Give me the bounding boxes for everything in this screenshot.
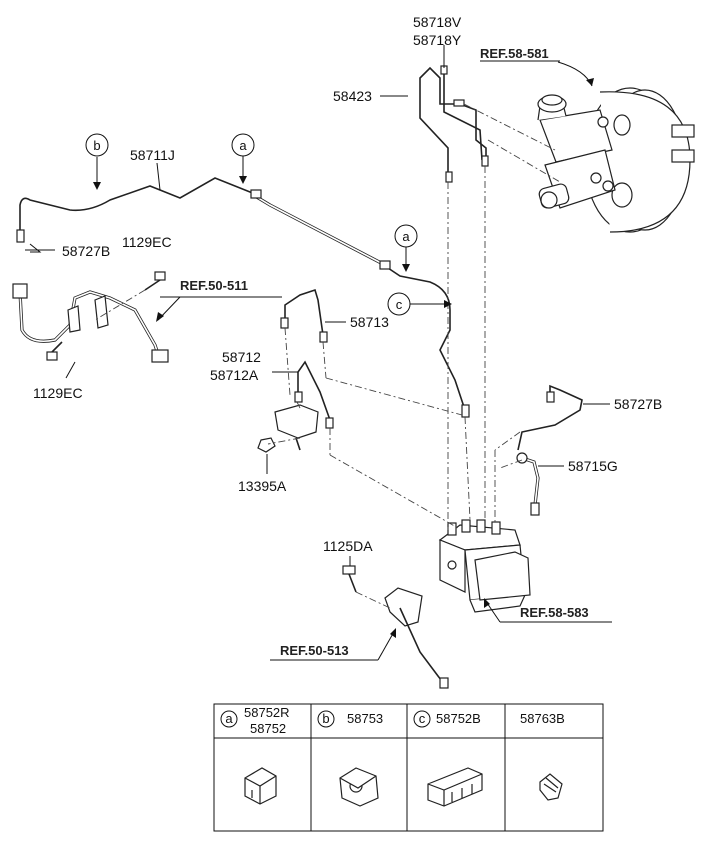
label-58423: 58423	[333, 88, 372, 104]
svg-text:b: b	[93, 138, 100, 153]
brake-booster-master-cylinder	[537, 87, 695, 233]
callout-a-mid: a	[394, 224, 418, 248]
legend-col-d: 58763B	[520, 711, 565, 801]
nut-13395A	[257, 437, 276, 453]
svg-text:c: c	[396, 297, 403, 312]
label-58711J: 58711J	[130, 147, 175, 163]
bolt-1129EC-bottom	[46, 341, 63, 361]
label-58715G: 58715G	[568, 458, 618, 474]
label-58727B-right: 58727B	[614, 396, 662, 412]
label-58718Y: 58718Y	[413, 32, 462, 48]
brake-hose-58715G	[516, 452, 540, 516]
svg-text:58752: 58752	[250, 721, 286, 736]
svg-text:b: b	[322, 711, 329, 726]
master-cylinder-brake-lines	[419, 65, 489, 183]
label-58712: 58712	[222, 349, 261, 365]
svg-text:58753: 58753	[347, 711, 383, 726]
legend-col-c: c 58752B	[413, 710, 483, 807]
abs-hydraulic-unit	[438, 519, 531, 613]
label-ref-58-581: REF.58-581	[480, 46, 549, 61]
bolt-1125DA	[342, 565, 357, 593]
front-left-brake-hose	[12, 283, 169, 363]
legend-col-a: a 58752R 58752	[220, 705, 290, 805]
label-58713: 58713	[350, 314, 389, 330]
label-1129EC-top: 1129EC	[122, 234, 172, 250]
svg-text:58763B: 58763B	[520, 711, 565, 726]
clip-58753-icon	[339, 767, 379, 807]
label-58727B-left: 58727B	[62, 243, 110, 259]
clip-58752-icon	[244, 767, 277, 805]
brake-line-58713	[280, 288, 328, 343]
label-58718V: 58718V	[413, 14, 462, 30]
callout-a-top: a	[231, 133, 255, 157]
svg-text:c: c	[419, 711, 426, 726]
bolt-1129EC-top	[94, 271, 166, 321]
label-58712A: 58712A	[210, 367, 259, 383]
callout-b-top: b	[85, 133, 109, 157]
svg-text:58752R: 58752R	[244, 705, 290, 720]
svg-text:58752B: 58752B	[436, 711, 481, 726]
brake-line-58727B-right	[517, 384, 583, 451]
svg-text:a: a	[239, 138, 247, 153]
clip-58763B-icon	[539, 773, 563, 801]
label-1125DA: 1125DA	[323, 538, 373, 554]
connection-lines	[267, 103, 561, 609]
brake-line-58711J	[16, 177, 470, 418]
brake-line-58712	[294, 360, 334, 429]
clip-58752B-icon	[427, 767, 483, 807]
label-ref-50-511: REF.50-511	[180, 278, 248, 293]
legend-col-b: b 58753	[317, 710, 383, 807]
line-bracket	[274, 404, 319, 451]
callout-c-mid: c	[387, 292, 411, 316]
label-1129EC-bottom: 1129EC	[33, 385, 83, 401]
label-ref-50-513: REF.50-513	[280, 643, 349, 658]
abs-bracket	[384, 587, 449, 689]
legend-table: a 58752R 58752 b 58753 c 58	[213, 703, 604, 832]
label-13395A: 13395A	[238, 478, 287, 494]
svg-text:a: a	[402, 229, 410, 244]
leader-lines	[25, 45, 612, 661]
label-ref-58-583: REF.58-583	[520, 605, 589, 620]
svg-text:a: a	[225, 711, 233, 726]
